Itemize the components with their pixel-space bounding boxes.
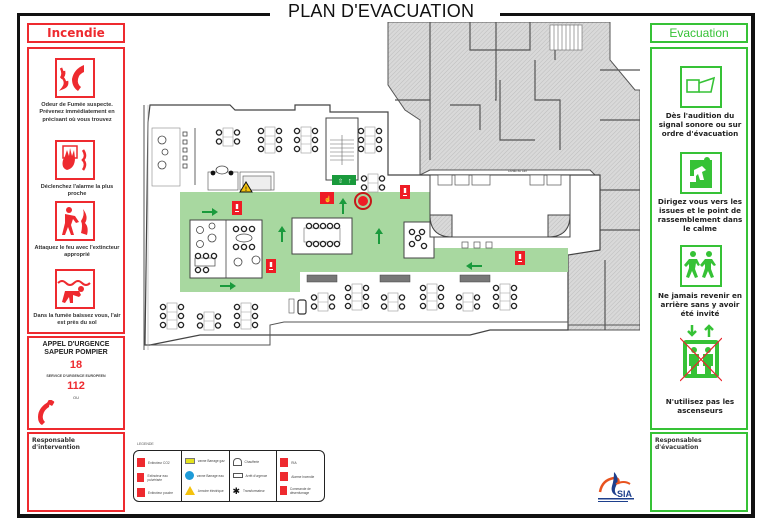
- evacuation-instructions-panel: Dès l'audition du signal sonore ou sur o…: [650, 47, 748, 430]
- emergency-line1: APPEL D'URGENCE: [42, 341, 110, 348]
- legend-item: ✱Transformateur: [232, 486, 265, 496]
- page-title: PLAN D'EVACUATION: [288, 1, 475, 21]
- legend-item: vanne Barrage gaz: [184, 458, 225, 464]
- ria-hose-icon: [280, 458, 289, 467]
- evac-step-2-text: Dirigez vous vers les issues et le point…: [657, 197, 743, 233]
- legend-column-extinguishers: Extincteur CO2 Extincteur eau pulvérisée…: [134, 451, 182, 501]
- boiler-room-icon: [232, 458, 242, 466]
- legend-label: Alarme Incendie: [291, 474, 315, 479]
- water-valve-icon: [184, 471, 194, 480]
- legend-label: Armoire électrique: [197, 488, 224, 493]
- evac-step-4-text: N'utilisez pas les ascenseurs: [665, 397, 735, 415]
- legend-item: Alarme Incendie: [280, 472, 314, 481]
- legend-item: Arrêt d'urgence: [232, 473, 268, 478]
- legend-label: vanne Barrage eau: [196, 473, 224, 478]
- legend-label: Commande de désenfumage: [289, 486, 311, 495]
- legend-label: Extincteur poudre: [148, 490, 173, 495]
- gas-valve-icon: [184, 458, 195, 464]
- phone-handset-icon: [38, 400, 55, 425]
- evac-step-3-text: Ne jamais revenir en arrière sans y avoi…: [658, 291, 742, 318]
- legend-column-equipment: Chaufferie Arrêt d'urgence ✱Transformate…: [230, 451, 278, 501]
- emergency-stop-icon: [232, 473, 243, 478]
- legend-label: vanne Barrage gaz: [197, 459, 225, 463]
- legend-box: Extincteur CO2 Extincteur eau pulvérisée…: [133, 450, 325, 502]
- legend-label: Extincteur eau pulvérisée: [147, 473, 168, 482]
- siren-horn-icon: [680, 66, 722, 108]
- extinguisher-water-icon: [137, 473, 145, 482]
- intervention-responsible-box: Responsable d'intervention: [27, 432, 125, 512]
- title-gap: [270, 6, 500, 22]
- emergency-call-box: APPEL D'URGENCE SAPEUR POMPIER 18 SERVIC…: [27, 336, 125, 430]
- fire-instructions-panel: Odeur de Fumée suspecte. Prévenez immédi…: [27, 47, 125, 334]
- floor-plan: ! ⇧ ↑ ☝ L: [143, 22, 640, 350]
- legend-label: Transformateur: [243, 489, 265, 493]
- legend-label: Chaufferie: [244, 460, 260, 464]
- transformer-icon: ✱: [232, 486, 241, 496]
- emergency-heading: APPEL D'URGENCE SAPEUR POMPIER: [29, 341, 123, 357]
- electrical-cabinet-icon: [184, 486, 195, 495]
- legend-item: Chaufferie: [232, 458, 260, 466]
- eu-emergency-label: SERVICE D'URGENCE EUROPEEN: [46, 374, 106, 378]
- fire-brigade-number: 18: [69, 359, 83, 371]
- emergency-exit-icon: [680, 152, 722, 194]
- svg-text:!: !: [245, 187, 247, 193]
- fire-phone-icon: [55, 58, 95, 98]
- extinguisher-powder-icon: [137, 488, 145, 497]
- fire-alarm-icon: [280, 472, 289, 481]
- fire-panel-header: Incendie: [27, 23, 125, 43]
- crawl-under-smoke-icon: [55, 269, 95, 309]
- smoke-extraction-icon: [280, 486, 287, 495]
- legend-column-utilities: vanne Barrage gaz vanne Barrage eau Armo…: [182, 451, 230, 501]
- evac-step-1-text: Dès l'audition du signal sonore ou sur o…: [658, 111, 742, 138]
- legend-column-fire-safety: RIA Alarme Incendie Commande de désenfum…: [277, 451, 324, 501]
- legend-item: Extincteur CO2: [137, 458, 170, 467]
- fire-step-2-text: Déclenchez l'alarme la plus proche: [40, 184, 114, 198]
- fire-step-4-text: Dans la fumée baissez vous, l'air est pr…: [33, 313, 121, 327]
- legend-label: Arrêt d'urgence: [245, 473, 268, 478]
- legend-item: Extincteur poudre: [137, 488, 173, 497]
- evacuation-responsible-label: Responsables d'évacuation: [655, 437, 702, 451]
- people-running-icon: [680, 245, 722, 287]
- or-label: OU: [73, 395, 79, 400]
- svg-text:☝: ☝: [324, 195, 331, 203]
- legend-title: LEGENDE: [137, 442, 154, 446]
- svg-text:↑: ↑: [348, 178, 352, 185]
- intervention-responsible-label: Responsable d'intervention: [32, 437, 80, 451]
- svg-text:SIA: SIA: [617, 489, 633, 499]
- legend-item: Armoire électrique: [184, 486, 224, 495]
- emergency-line2: SAPEUR POMPIER: [44, 349, 108, 356]
- fire-extinguisher-person-icon: [55, 201, 95, 241]
- legend-item: Extincteur eau pulvérisée: [137, 473, 181, 482]
- svg-text:Locale de Lait: Locale de Lait: [508, 169, 527, 173]
- legend-item: vanne Barrage eau: [184, 471, 224, 480]
- no-elevator-icon: [679, 323, 723, 389]
- fire-alarm-hand-icon: [55, 140, 95, 180]
- legend-item: Commande de désenfumage: [280, 486, 324, 495]
- legend-label: Extincteur CO2: [148, 460, 170, 465]
- legend-label: RIA: [291, 460, 297, 465]
- extinguisher-co2-icon: [137, 458, 145, 467]
- fire-step-1-text: Odeur de Fumée suspecte. Prévenez immédi…: [39, 102, 115, 123]
- svg-text:⇧: ⇧: [338, 178, 343, 185]
- legend-item: RIA: [280, 458, 297, 467]
- sia-logo: SIA: [598, 472, 634, 502]
- fire-step-3-text: Attaquez le feu avec l'extincteur approp…: [34, 245, 120, 259]
- eu-emergency-number: 112: [67, 380, 85, 392]
- evacuation-panel-header: Evacuation: [650, 23, 748, 43]
- evacuation-responsible-box: Responsables d'évacuation: [650, 432, 748, 512]
